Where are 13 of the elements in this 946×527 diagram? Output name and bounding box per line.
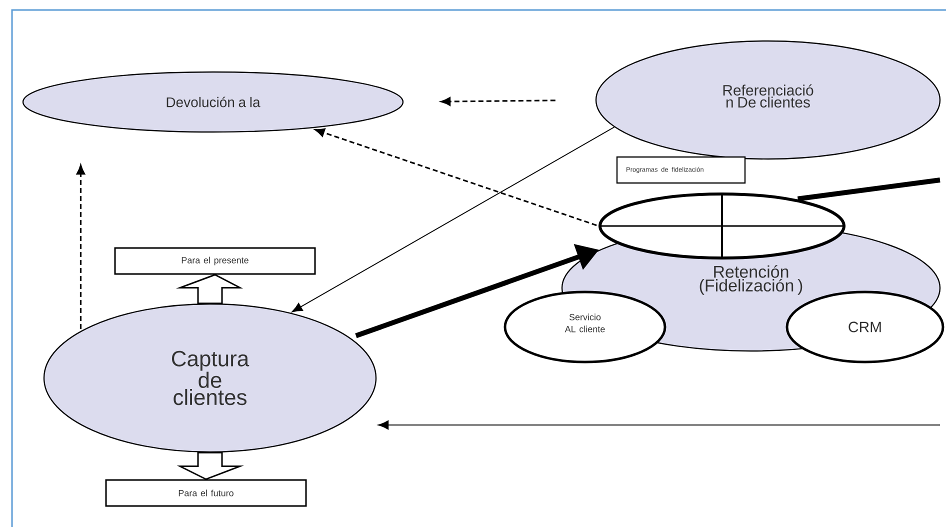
block-arrow [176, 274, 244, 304]
arrow [440, 97, 556, 106]
quadrant-ellipse [598, 192, 846, 260]
label-box: Para el futuro [105, 479, 307, 507]
line [797, 178, 940, 202]
arrow [378, 420, 940, 430]
circle-node: Servicio AL cliente [504, 290, 666, 364]
node-label: CRM [848, 322, 881, 332]
arrow [292, 126, 615, 312]
label-box: Para el presente [114, 247, 316, 275]
arrow [314, 128, 597, 226]
arrow [76, 164, 86, 329]
block-arrow [176, 452, 244, 480]
